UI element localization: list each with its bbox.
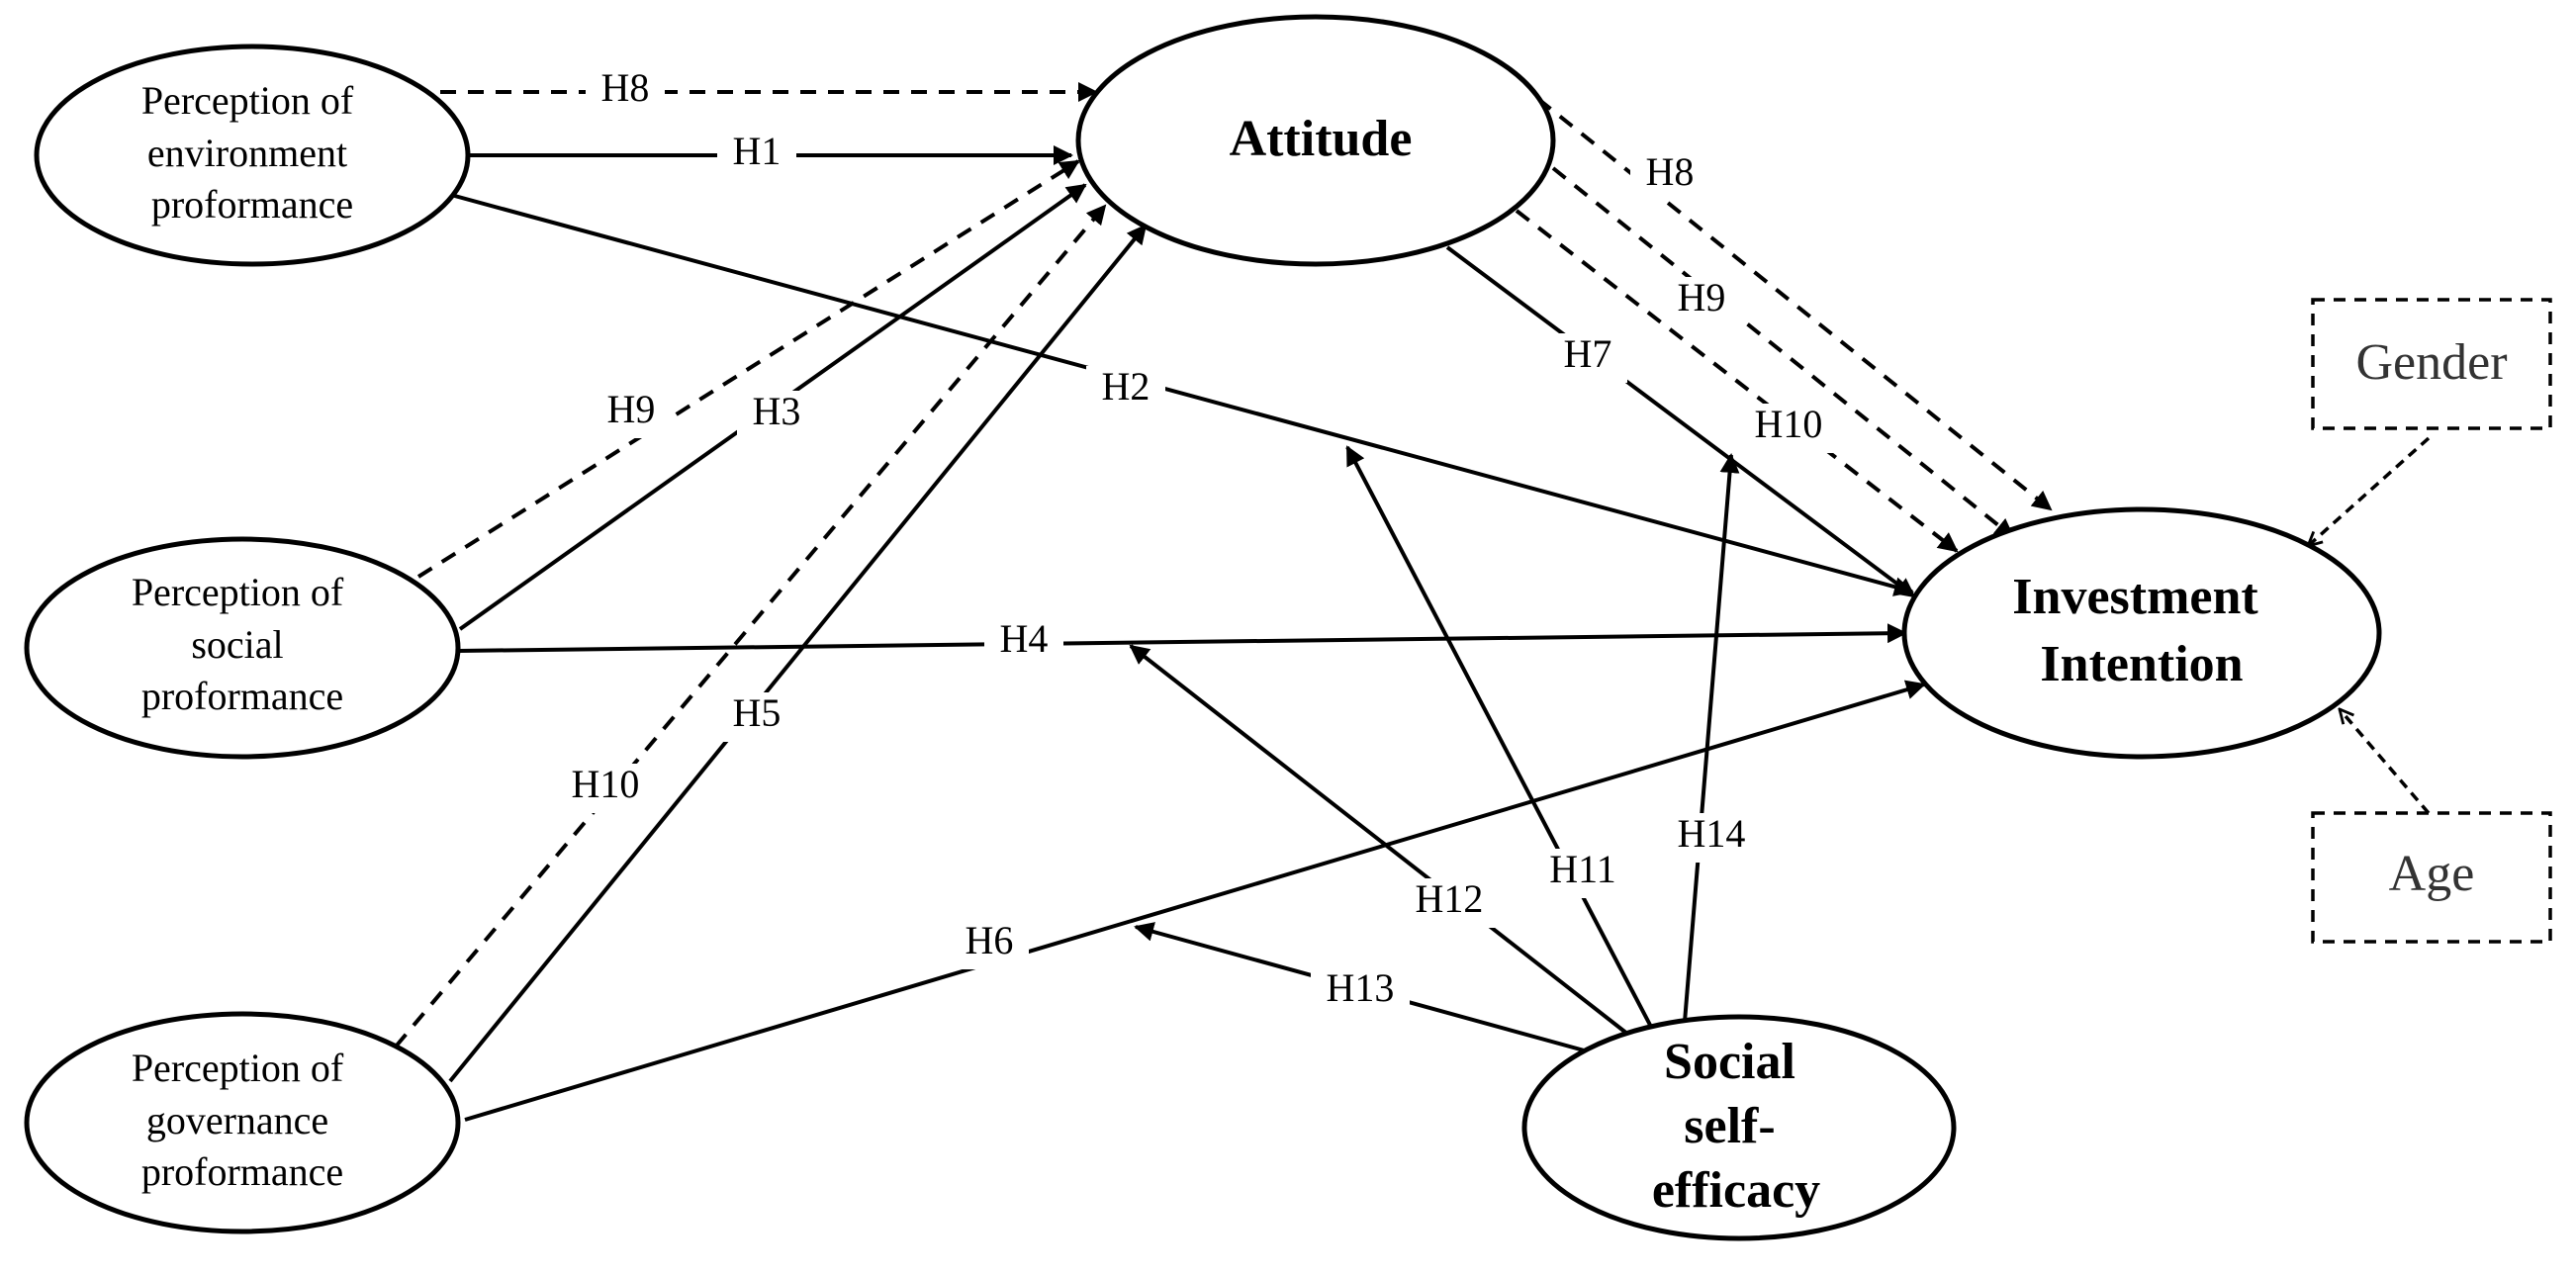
node-attitude-text: Attitude: [1230, 111, 1413, 167]
label-h14-text: H14: [1678, 811, 1746, 856]
node-governance-text: Perception of governance proformance: [132, 1046, 353, 1194]
label-h3: H3: [737, 389, 816, 440]
edge-h9-social-attitude: [416, 159, 1080, 579]
label-h6-text: H6: [966, 918, 1014, 962]
node-environment-performance: Perception of environment proformance: [34, 44, 471, 267]
control-age-text: Age: [2389, 846, 2475, 902]
label-h12-text: H12: [1416, 876, 1484, 921]
label-h7-text: H7: [1564, 331, 1612, 376]
label-h14: H14: [1662, 811, 1761, 863]
node-attitude: Attitude: [1075, 14, 1556, 267]
edge-h2-env-investment: [450, 193, 1914, 596]
label-h1-text: H1: [733, 129, 782, 173]
edge-h5-governance-attitude: [448, 224, 1148, 1083]
label-h2: H2: [1086, 364, 1165, 415]
edge-gender-control: [2308, 436, 2431, 546]
label-h5-text: H5: [733, 690, 782, 735]
label-h12: H12: [1400, 876, 1499, 928]
label-h9-att: H9: [1662, 275, 1741, 326]
edge-h11-moderation: [1345, 445, 1654, 1030]
label-h8-env-text: H8: [601, 65, 650, 110]
edge-h6-governance-investment: [464, 680, 1926, 1122]
control-age: Age: [2311, 811, 2552, 944]
edge-h4-social-investment: [457, 623, 1907, 653]
node-social-text: Perception of social proformance: [132, 570, 353, 718]
label-h11-text: H11: [1549, 847, 1615, 891]
node-investment-intention: Investment Intention: [1901, 506, 2382, 760]
edge-age-control: [2340, 709, 2431, 815]
label-h8-env: H8: [586, 65, 665, 117]
label-h13: H13: [1311, 965, 1410, 1017]
control-gender-text: Gender: [2355, 334, 2507, 391]
label-h4-text: H4: [1000, 616, 1049, 661]
label-h6: H6: [950, 918, 1029, 969]
label-h10-att-text: H10: [1755, 402, 1823, 446]
node-social-self-efficacy: Social self- efficacy: [1521, 1014, 1957, 1241]
label-h10-att: H10: [1739, 402, 1838, 453]
edge-h10-governance-attitude: [394, 204, 1107, 1049]
label-h2-text: H2: [1102, 364, 1150, 409]
edges: [394, 82, 2431, 1122]
edge-h9-attitude-investment: [1551, 166, 2015, 539]
node-governance-performance: Perception of governance proformance: [24, 1011, 461, 1234]
label-h9-att-text: H9: [1678, 275, 1726, 319]
node-investment-text: Investment Intention: [2012, 569, 2270, 692]
edge-h14-moderation: [1683, 453, 1740, 1023]
edge-h10-attitude-investment: [1515, 209, 1959, 553]
edge-h12-moderation: [1129, 644, 1629, 1036]
label-h9-soc: H9: [592, 387, 671, 438]
label-h13-text: H13: [1327, 965, 1395, 1010]
label-h5: H5: [717, 690, 796, 742]
control-gender: Gender: [2311, 298, 2552, 430]
node-environment-text: Perception of environment proformance: [141, 78, 363, 227]
node-self-efficacy-text: Social self- efficacy: [1652, 1034, 1820, 1219]
node-social-performance: Perception of social proformance: [24, 536, 461, 760]
label-h9-soc-text: H9: [607, 387, 656, 431]
label-h7: H7: [1548, 331, 1627, 383]
label-h10-gov: H10: [556, 762, 655, 813]
label-h10-gov-text: H10: [572, 762, 640, 806]
label-h8-att: H8: [1630, 149, 1709, 201]
label-h1: H1: [717, 129, 796, 180]
edge-h7-attitude-investment: [1445, 245, 1916, 598]
edge-labels: H8 H1 H2 H9 H3 H4 H10 H5 H6 H7 H8 H9 H10…: [556, 65, 1838, 1017]
label-h11: H11: [1538, 847, 1627, 898]
label-h4: H4: [984, 616, 1063, 668]
label-h8-att-text: H8: [1646, 149, 1695, 194]
label-h3-text: H3: [753, 389, 801, 433]
